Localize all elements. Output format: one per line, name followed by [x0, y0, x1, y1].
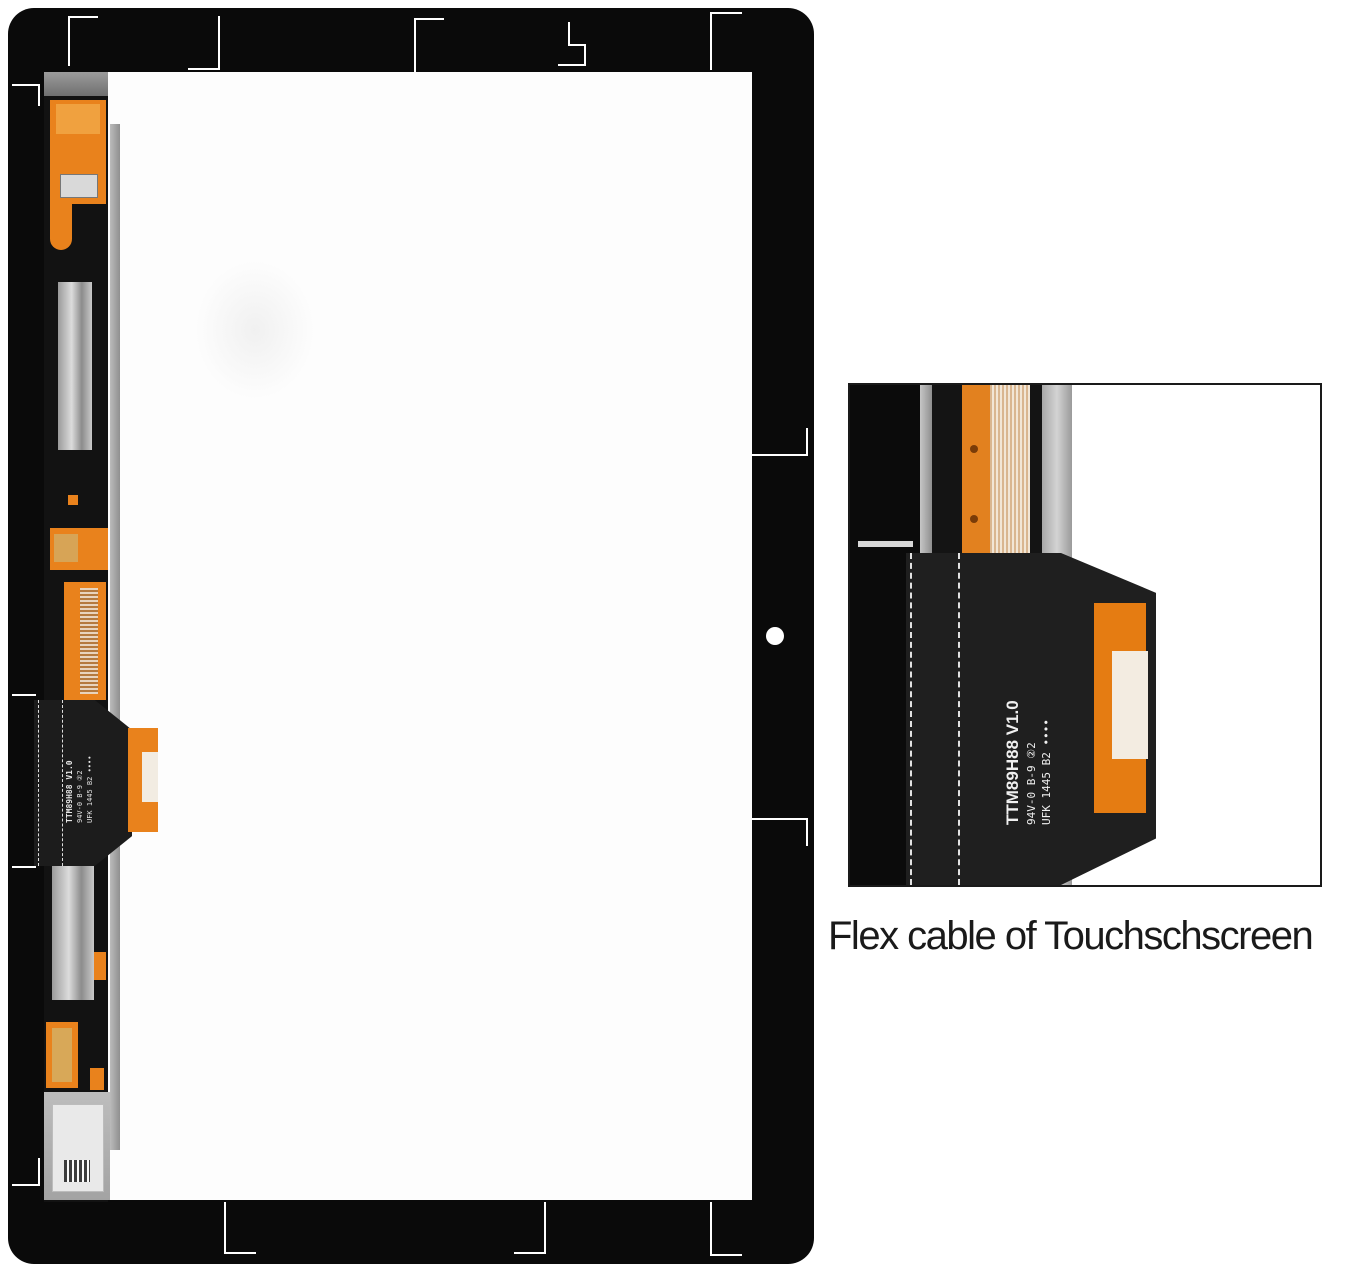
- foil-tape: [52, 866, 94, 1000]
- alignment-mark: [752, 818, 808, 846]
- zif-connector: [60, 174, 98, 198]
- inset-connector: [990, 385, 1030, 555]
- alignment-mark: [224, 1202, 256, 1254]
- inset-flex-label: TTM89H88 V1.0 94V-0 B-9 ②2 UFK 1445 B2 •…: [1002, 625, 1082, 825]
- flex-cable: [34, 700, 132, 866]
- solder-pad: [94, 952, 106, 980]
- qr-code: [64, 1160, 90, 1182]
- alignment-mark: [12, 866, 36, 876]
- silver-edge: [44, 72, 108, 96]
- inset-flex-code: UFK 1445 B2 ••••: [1040, 719, 1053, 825]
- connector-pins: [80, 588, 98, 694]
- alignment-mark: [710, 1202, 742, 1256]
- touch-glass: [108, 72, 752, 1200]
- inset-via: [970, 445, 978, 453]
- flex-cable-contacts: [142, 752, 158, 802]
- flex-code: UFK 1445 B2 ••••: [86, 755, 94, 823]
- orange-flex-curve: [50, 204, 72, 250]
- inset-flex-model: TTM89H88 V1.0: [1003, 700, 1022, 825]
- inset-orange-flex: [962, 385, 990, 555]
- foil-tape: [58, 282, 92, 450]
- flex-cert: 94V-0 B-9 ②2: [76, 770, 84, 823]
- caption: Flex cable of Touchschscreen: [828, 914, 1314, 958]
- silver-rail: [110, 124, 120, 1150]
- chip-pad: [52, 1028, 72, 1082]
- alignment-mark: [12, 694, 36, 704]
- alignment-mark: [68, 16, 98, 66]
- alignment-mark: [568, 22, 586, 46]
- alignment-mark: [558, 44, 586, 66]
- alignment-mark: [414, 18, 444, 72]
- flex-cable-zoom-inset: TTM89H88 V1.0 94V-0 B-9 ②2 UFK 1445 B2 •…: [848, 383, 1322, 887]
- inset-flex-cert: 94V-0 B-9 ②2: [1025, 742, 1038, 825]
- flex-cable-label: TTM89H88 V1.0 94V-0 B-9 ②2 UFK 1445 B2 •…: [65, 733, 145, 823]
- alignment-mark: [12, 84, 40, 106]
- alignment-mark: [12, 1158, 40, 1186]
- solder-pad: [68, 495, 78, 505]
- inset-flex-contacts: [1112, 651, 1148, 759]
- chip-pad: [56, 104, 100, 134]
- alignment-mark: [188, 16, 220, 70]
- inset-pin: [858, 541, 913, 547]
- inset-via: [970, 515, 978, 523]
- chip-pad: [54, 534, 78, 562]
- alignment-mark: [752, 428, 808, 456]
- alignment-mark: [710, 12, 742, 70]
- alignment-mark: [514, 1202, 546, 1254]
- solder-pad: [90, 1068, 104, 1090]
- glass-reflection: [195, 260, 315, 400]
- flex-model: TTM89H88 V1.0: [65, 760, 74, 823]
- mount-hole: [766, 627, 784, 645]
